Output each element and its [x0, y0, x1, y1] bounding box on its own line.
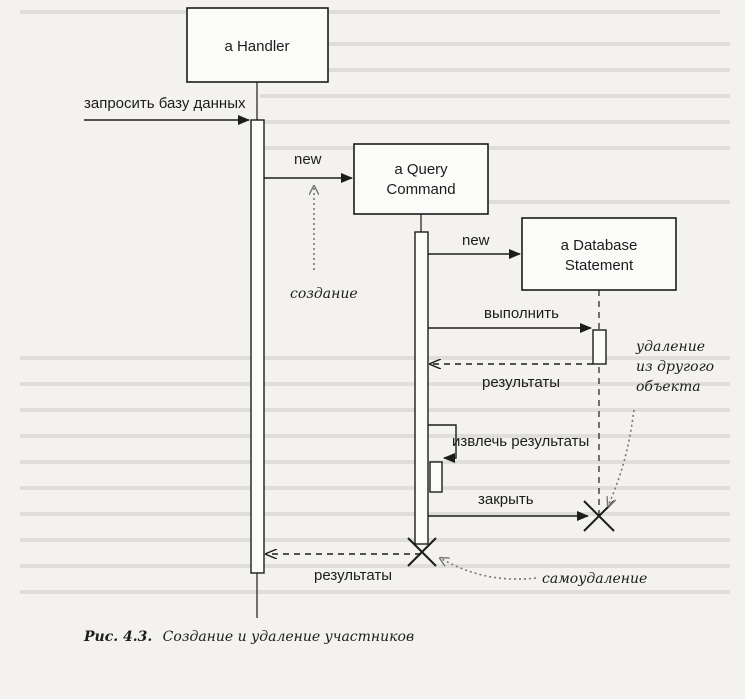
participant-database-statement: a Database Statement: [521, 217, 677, 291]
database-statement-label-1: a Database: [561, 237, 638, 254]
handler-label: a Handler: [224, 38, 289, 55]
message-results-statement: результаты: [430, 364, 593, 391]
participant-query-command: a Query Command: [353, 143, 489, 215]
background-bleed-through: [20, 10, 730, 594]
query-command-label-2: Command: [386, 181, 455, 198]
message-execute-label: выполнить: [484, 305, 559, 322]
message-request-db: запросить базу данных: [84, 95, 250, 125]
message-results-handler: результаты: [266, 554, 421, 584]
query-command-label-1: a Query: [394, 161, 448, 178]
note-deletion-other: удаление из другого объекта: [608, 339, 714, 506]
database-statement-box: [521, 217, 677, 291]
svg-text:Рис. 4.3. Создание и уда: Рис. 4.3. Создание и удаление участников: [83, 629, 414, 645]
message-close: закрыть: [428, 491, 589, 521]
message-close-label: закрыть: [478, 491, 534, 508]
note-creation-text: создание: [290, 286, 358, 302]
note-self-deletion: самоудаление: [440, 558, 647, 587]
figure-caption: Рис. 4.3. Создание и удаление участников: [83, 629, 414, 645]
caption-prefix: Рис. 4.3.: [83, 629, 152, 645]
message-request-db-label: запросить базу данных: [84, 95, 246, 112]
note-deletion-line2: из другого: [636, 359, 714, 375]
message-results-handler-label: результаты: [314, 567, 392, 584]
message-results-statement-label: результаты: [482, 374, 560, 391]
query-command-box: [353, 143, 489, 215]
database-statement-activation: [592, 329, 607, 365]
message-new-query-label: new: [294, 151, 322, 168]
note-creation: создание: [290, 186, 358, 302]
participant-handler: a Handler: [186, 7, 329, 83]
message-extract-results-label: извлечь результаты: [452, 433, 589, 450]
message-extract-results: извлечь результаты: [428, 424, 589, 463]
query-command-nested-activation: [429, 461, 443, 493]
database-statement-label-2: Statement: [565, 257, 634, 274]
destroy-mark-query-command: [407, 537, 437, 567]
message-new-statement: new: [428, 232, 521, 259]
handler-activation: [250, 119, 265, 574]
handler-box: [186, 7, 329, 83]
message-new-query: new: [264, 151, 353, 183]
message-execute: выполнить: [428, 305, 592, 333]
note-deletion-line3: объекта: [636, 379, 701, 395]
query-command-activation: [414, 231, 429, 545]
message-new-statement-label: new: [462, 232, 490, 249]
caption-text: Создание и удаление участников: [163, 629, 414, 645]
note-self-deletion-text: самоудаление: [542, 571, 647, 587]
note-deletion-line1: удаление: [635, 339, 705, 355]
